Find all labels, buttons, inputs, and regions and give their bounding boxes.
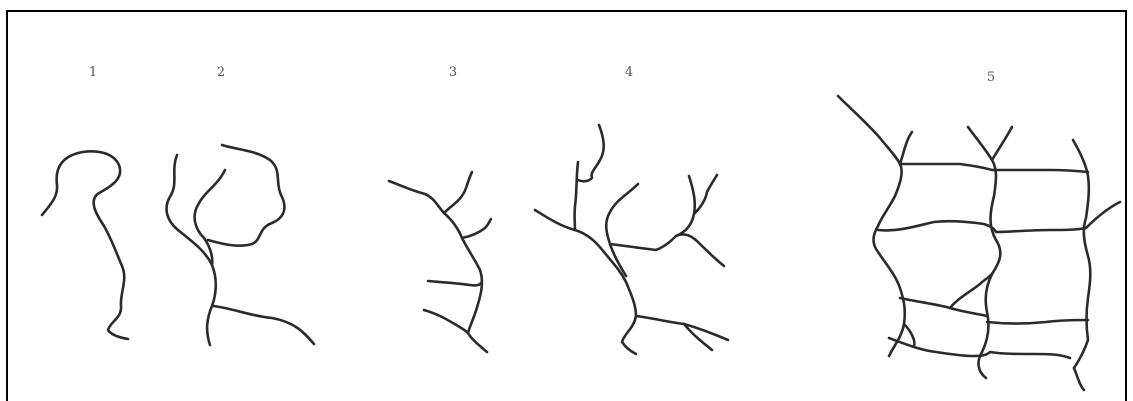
panel-1-crack	[42, 151, 128, 339]
panel-5-label: 5	[987, 70, 995, 85]
panel-4-label: 4	[625, 65, 633, 80]
panel-1-label: 1	[89, 65, 97, 80]
panel-2-label: 2	[217, 65, 225, 80]
panel-4-crack-network	[535, 125, 728, 354]
panel-3-label: 3	[449, 65, 457, 80]
panel-2-cracks	[167, 145, 314, 345]
panel-5-polygonal-network	[838, 96, 1120, 390]
panel-3-crack	[389, 172, 491, 352]
